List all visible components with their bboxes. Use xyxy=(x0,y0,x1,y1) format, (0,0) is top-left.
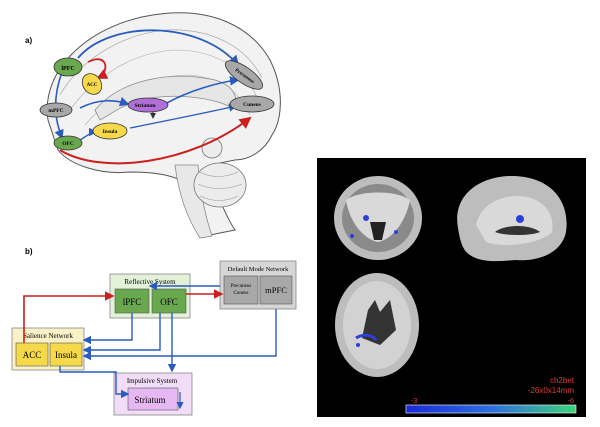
box-lpfc-label: lPFC xyxy=(123,297,142,307)
node-lpfc: lPFC xyxy=(53,57,83,77)
impulsive-system-title: Impulsive System xyxy=(127,377,178,385)
node-striatum: Striatum xyxy=(127,97,169,113)
box-ofc-label: OFC xyxy=(160,297,178,307)
mri-scale-min: -3 xyxy=(411,398,417,405)
box-connections xyxy=(23,281,277,399)
mri-coronal-slice xyxy=(334,176,422,260)
node-lpfc-label: lPFC xyxy=(61,66,74,72)
mri-coords-label: -26x0x14mm xyxy=(528,386,575,395)
reflective-system-box: Reflective System lPFC OFC xyxy=(109,273,191,319)
dmn-title: Default Mode Network xyxy=(228,266,289,273)
salience-network-box: Salience Network ACC Insula xyxy=(11,327,85,371)
dmn-box: Default Mode Network Precuneus Cuneus mP… xyxy=(219,260,297,310)
node-insula-label: Insula xyxy=(103,129,118,135)
node-mpfc: mPFC xyxy=(39,102,73,118)
box-insula-label: Insula xyxy=(55,350,77,360)
salience-network-title: Salience Network xyxy=(23,332,73,340)
node-cuneus: Cuneus xyxy=(229,95,275,113)
box-cuneus-label: Cuneus xyxy=(234,291,249,296)
box-striatum-label: Striatum xyxy=(135,395,166,405)
mri-template-label: ch2bet xyxy=(550,376,575,385)
node-striatum-label: Striatum xyxy=(134,103,156,109)
mri-axial-slice xyxy=(335,273,419,377)
mri-scale-max: -6 xyxy=(568,398,574,405)
reflective-system-title: Reflective System xyxy=(124,278,176,286)
box-acc-label: ACC xyxy=(23,350,42,360)
node-ofc-label: OFC xyxy=(62,141,74,147)
mri-sagittal-slice xyxy=(457,175,567,262)
brain-outline xyxy=(46,12,281,239)
node-precuneus: Precuneus xyxy=(225,60,263,90)
node-mpfc-label: mPFC xyxy=(48,108,63,114)
cerebellum xyxy=(193,137,247,208)
box-mpfc-label: mPFC xyxy=(265,285,287,295)
node-acc: ACC xyxy=(81,73,103,95)
brain-connections xyxy=(54,29,252,165)
mri-panel: ch2bet -26x0x14mm -3 -6 xyxy=(317,158,586,417)
panel-b-label: b) xyxy=(25,247,33,256)
node-cuneus-label: Cuneus xyxy=(243,102,261,108)
mri-colorbar xyxy=(405,404,577,414)
node-insula: Insula xyxy=(92,122,128,140)
box-precuneus-label: Precuneus xyxy=(231,284,252,289)
node-ofc: OFC xyxy=(53,135,83,151)
panel-a-label: a) xyxy=(25,36,33,45)
impulsive-system-box: Impulsive System Striatum xyxy=(113,372,193,416)
node-acc-label: ACC xyxy=(87,83,98,88)
